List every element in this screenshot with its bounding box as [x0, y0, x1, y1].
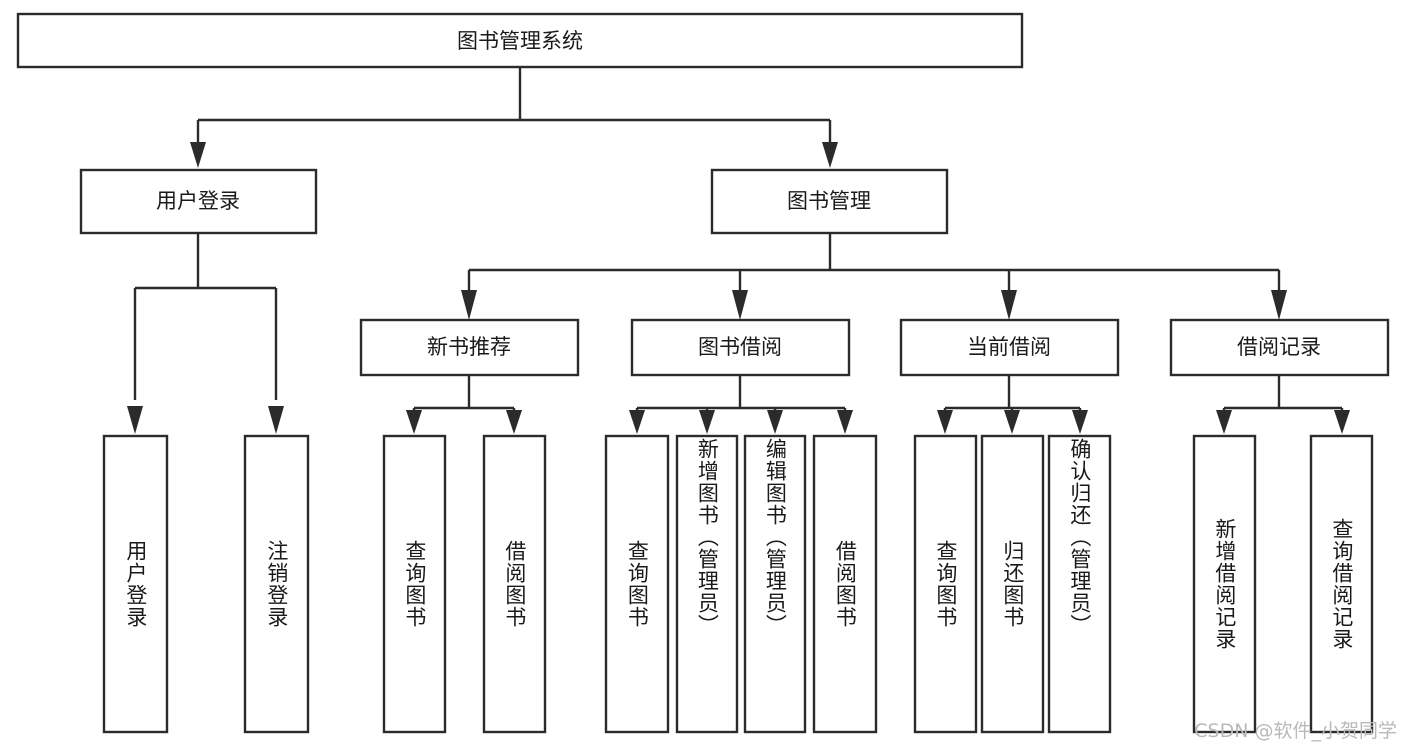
arrowhead-icon: [1001, 290, 1017, 320]
connectors-userlogin-to-leaves: [127, 233, 284, 434]
node-user-login-box[interactable]: [79, 168, 318, 235]
arrowhead-icon: [629, 410, 645, 434]
leaf-box-query-book-1[interactable]: [382, 434, 447, 734]
node-borrow-records[interactable]: 借阅记录: [1169, 318, 1390, 377]
leaf-box-add-book-admin[interactable]: [675, 434, 739, 734]
node-borrow-records-label: 借阅记录: [1237, 335, 1321, 359]
node-current-borrow-box[interactable]: [899, 318, 1120, 377]
connectors-root-to-level2: [190, 67, 838, 168]
node-root-box[interactable]: [16, 12, 1024, 69]
connectors-records-to-leaves: [1216, 375, 1350, 434]
arrowhead-icon: [190, 142, 206, 168]
arrowhead-icon: [461, 290, 477, 320]
leaf-box-query-borrow-record[interactable]: [1309, 434, 1374, 734]
leaf-box-query-book-3[interactable]: [913, 434, 978, 734]
connectors-borrow-to-leaves: [629, 375, 853, 434]
arrowhead-icon: [1004, 410, 1020, 434]
arrowhead-icon: [268, 406, 284, 434]
node-user-login-label: 用户登录: [156, 189, 240, 213]
leaf-box-return-book[interactable]: [980, 434, 1045, 734]
leaf-box-user-login[interactable]: [102, 434, 169, 734]
arrowhead-icon: [406, 410, 422, 434]
node-current-borrow-label: 当前借阅: [967, 335, 1051, 359]
arrowhead-icon: [732, 290, 748, 320]
arrowhead-icon: [822, 142, 838, 168]
connectors-current-to-leaves: [937, 375, 1088, 434]
node-new-book-recommend-label: 新书推荐: [427, 335, 511, 359]
node-new-book-recommend[interactable]: 新书推荐: [359, 318, 580, 377]
arrowhead-icon: [127, 406, 143, 434]
node-book-management-label: 图书管理: [787, 189, 871, 213]
connectors-newbook-to-leaves: [406, 375, 522, 434]
node-new-book-recommend-box[interactable]: [359, 318, 580, 377]
leaf-box-edit-book-admin[interactable]: [743, 434, 807, 734]
node-user-login[interactable]: 用户登录: [79, 168, 318, 235]
connectors-bookmgmt-to-level3: [461, 233, 1287, 320]
arrowhead-icon: [937, 410, 953, 434]
arrowhead-icon: [506, 410, 522, 434]
node-borrow-records-box[interactable]: [1169, 318, 1390, 377]
arrowhead-icon: [1216, 410, 1232, 434]
leaf-box-add-borrow-record[interactable]: [1192, 434, 1257, 734]
arrowhead-icon: [699, 410, 715, 434]
node-book-borrow[interactable]: 图书借阅: [630, 318, 851, 377]
node-current-borrow[interactable]: 当前借阅: [899, 318, 1120, 377]
leaf-box-query-book-2[interactable]: [604, 434, 670, 734]
leaf-box-borrow-book-1[interactable]: [482, 434, 547, 734]
node-book-management-box[interactable]: [710, 168, 949, 235]
node-book-borrow-label: 图书借阅: [698, 335, 782, 359]
leaf-box-borrow-book-2[interactable]: [812, 434, 878, 734]
leaf-box-logout[interactable]: [243, 434, 310, 734]
node-root-book-management-system[interactable]: 图书管理系统: [16, 12, 1024, 69]
leaf-boxes: [102, 434, 1374, 734]
node-book-borrow-box[interactable]: [630, 318, 851, 377]
leaf-box-confirm-return-admin[interactable]: [1047, 434, 1112, 734]
arrowhead-icon: [767, 410, 783, 434]
arrowhead-icon: [837, 410, 853, 434]
node-root-label: 图书管理系统: [457, 29, 583, 53]
arrowhead-icon: [1072, 410, 1088, 434]
node-book-management[interactable]: 图书管理: [710, 168, 949, 235]
arrowhead-icon: [1271, 290, 1287, 320]
arrowhead-icon: [1334, 410, 1350, 434]
